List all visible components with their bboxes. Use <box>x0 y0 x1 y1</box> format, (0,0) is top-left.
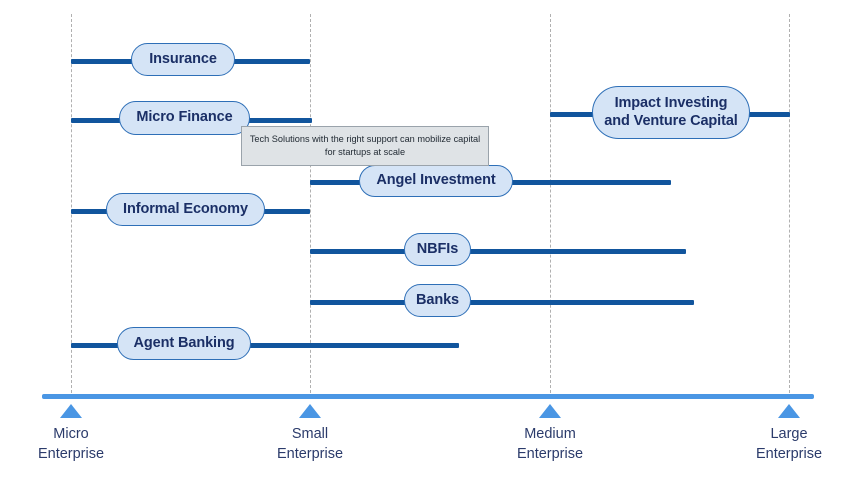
node-label-nbfis: NBFIs <box>416 240 459 257</box>
bar-agent-banking <box>71 343 459 348</box>
node-label-impact-investing-line1: Impact Investing <box>614 94 728 111</box>
axis-label-medium-line1: Medium <box>524 426 576 442</box>
callout-tech-solutions: Tech Solutions with the right support ca… <box>241 126 489 166</box>
axis-label-micro-line1: Micro <box>53 426 89 442</box>
node-label-agent-banking: Agent Banking <box>133 334 235 351</box>
axis-label-micro-line2: Enterprise <box>37 445 105 462</box>
guide-line-small <box>310 14 311 398</box>
node-label-impact-investing-line2: and Venture Capital <box>604 112 738 129</box>
axis-label-small: Small Enterprise <box>230 425 390 464</box>
guide-line-large <box>789 14 790 398</box>
axis-label-small-line1: Small <box>291 426 329 442</box>
node-banks[interactable]: Banks <box>404 284 471 317</box>
node-label-angel-investment: Angel Investment <box>376 172 496 189</box>
axis-marker-medium <box>539 404 561 418</box>
node-label-impact-investing: Impact Investing and Venture Capital <box>604 94 738 130</box>
axis-line <box>42 394 814 399</box>
axis-label-medium: Medium Enterprise <box>470 425 630 464</box>
node-angel-investment[interactable]: Angel Investment <box>359 165 513 197</box>
callout-text: Tech Solutions with the right support ca… <box>249 133 481 157</box>
node-label-micro-finance: Micro Finance <box>136 109 233 126</box>
node-label-informal-economy: Informal Economy <box>123 200 248 217</box>
axis-label-large: Large Enterprise <box>709 425 857 464</box>
axis-label-medium-line2: Enterprise <box>516 445 584 462</box>
node-label-insurance: Insurance <box>149 50 217 67</box>
axis-label-small-line2: Enterprise <box>276 445 344 462</box>
node-agent-banking[interactable]: Agent Banking <box>117 327 251 360</box>
axis-label-large-line2: Enterprise <box>755 445 823 462</box>
node-informal-economy[interactable]: Informal Economy <box>106 193 265 226</box>
axis-marker-micro <box>60 404 82 418</box>
node-impact-investing[interactable]: Impact Investing and Venture Capital <box>592 86 750 139</box>
node-insurance[interactable]: Insurance <box>131 43 235 76</box>
axis-marker-large <box>778 404 800 418</box>
axis-label-micro: Micro Enterprise <box>0 425 151 464</box>
node-nbfis[interactable]: NBFIs <box>404 233 471 266</box>
bar-nbfis <box>310 249 686 254</box>
guide-line-micro <box>71 14 72 398</box>
axis-label-large-line1: Large <box>770 426 808 442</box>
bar-banks <box>310 300 694 305</box>
node-micro-finance[interactable]: Micro Finance <box>119 101 250 135</box>
axis-marker-small <box>299 404 321 418</box>
node-label-banks: Banks <box>415 291 460 308</box>
guide-line-medium <box>550 14 551 398</box>
